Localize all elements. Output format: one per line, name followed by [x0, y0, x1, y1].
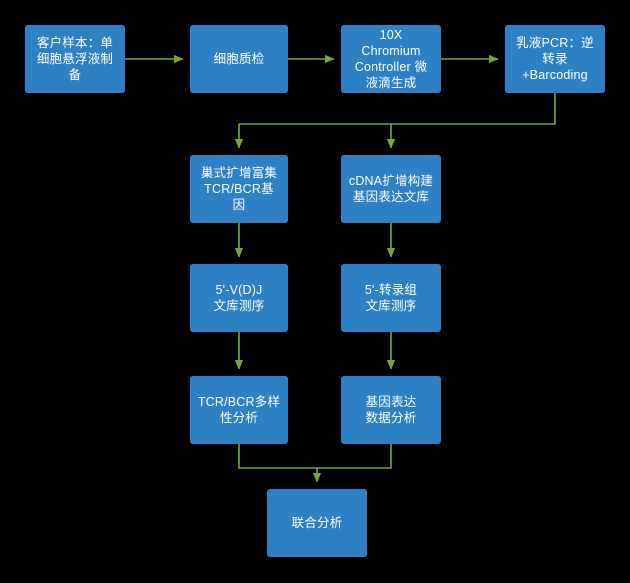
node-cell-qc[interactable]: 细胞质检 [190, 25, 288, 93]
node-label: 细胞质检 [213, 52, 265, 66]
node-gene-expression-analysis[interactable]: 基因表达 数据分析 [341, 376, 441, 444]
node-label: TCR/BCR多样 性分析 [197, 395, 281, 425]
edge-n9-merge [238, 444, 317, 469]
node-emulsion-pcr[interactable]: 乳液PCR：逆 转录 +Barcoding [505, 25, 605, 93]
edge-n10-merge [317, 444, 392, 469]
node-label: 基因表达 数据分析 [365, 395, 417, 425]
node-customer-sample[interactable]: 客户样本：单 细胞悬浮液制 备 [25, 25, 125, 93]
node-label: 联合分析 [291, 516, 343, 530]
node-cdna-library[interactable]: cDNA扩增构建 基因表达文库 [341, 155, 441, 223]
node-label: 5'-V(D)J 文库测序 [213, 283, 265, 313]
node-label: 5'-转录组 文库测序 [364, 283, 418, 313]
node-vdj-library-sequencing[interactable]: 5'-V(D)J 文库测序 [190, 264, 288, 332]
edge-n4-trunk [239, 93, 556, 125]
node-joint-analysis[interactable]: 联合分析 [267, 489, 367, 557]
node-tcr-bcr-diversity-analysis[interactable]: TCR/BCR多样 性分析 [190, 376, 288, 444]
node-label: 10X Chromium Controller 微 液滴生成 [354, 28, 428, 90]
node-label: 客户样本：单 细胞悬浮液制 备 [36, 36, 114, 82]
node-label: 乳液PCR：逆 转录 +Barcoding [516, 36, 594, 82]
node-transcriptome-library-sequencing[interactable]: 5'-转录组 文库测序 [341, 264, 441, 332]
node-nested-amplification-tcr-bcr[interactable]: 巢式扩增富集 TCR/BCR基 因 [190, 155, 288, 223]
node-10x-chromium-controller[interactable]: 10X Chromium Controller 微 液滴生成 [341, 25, 441, 93]
node-label: cDNA扩增构建 基因表达文库 [348, 174, 434, 204]
node-label: 巢式扩增富集 TCR/BCR基 因 [200, 166, 278, 212]
